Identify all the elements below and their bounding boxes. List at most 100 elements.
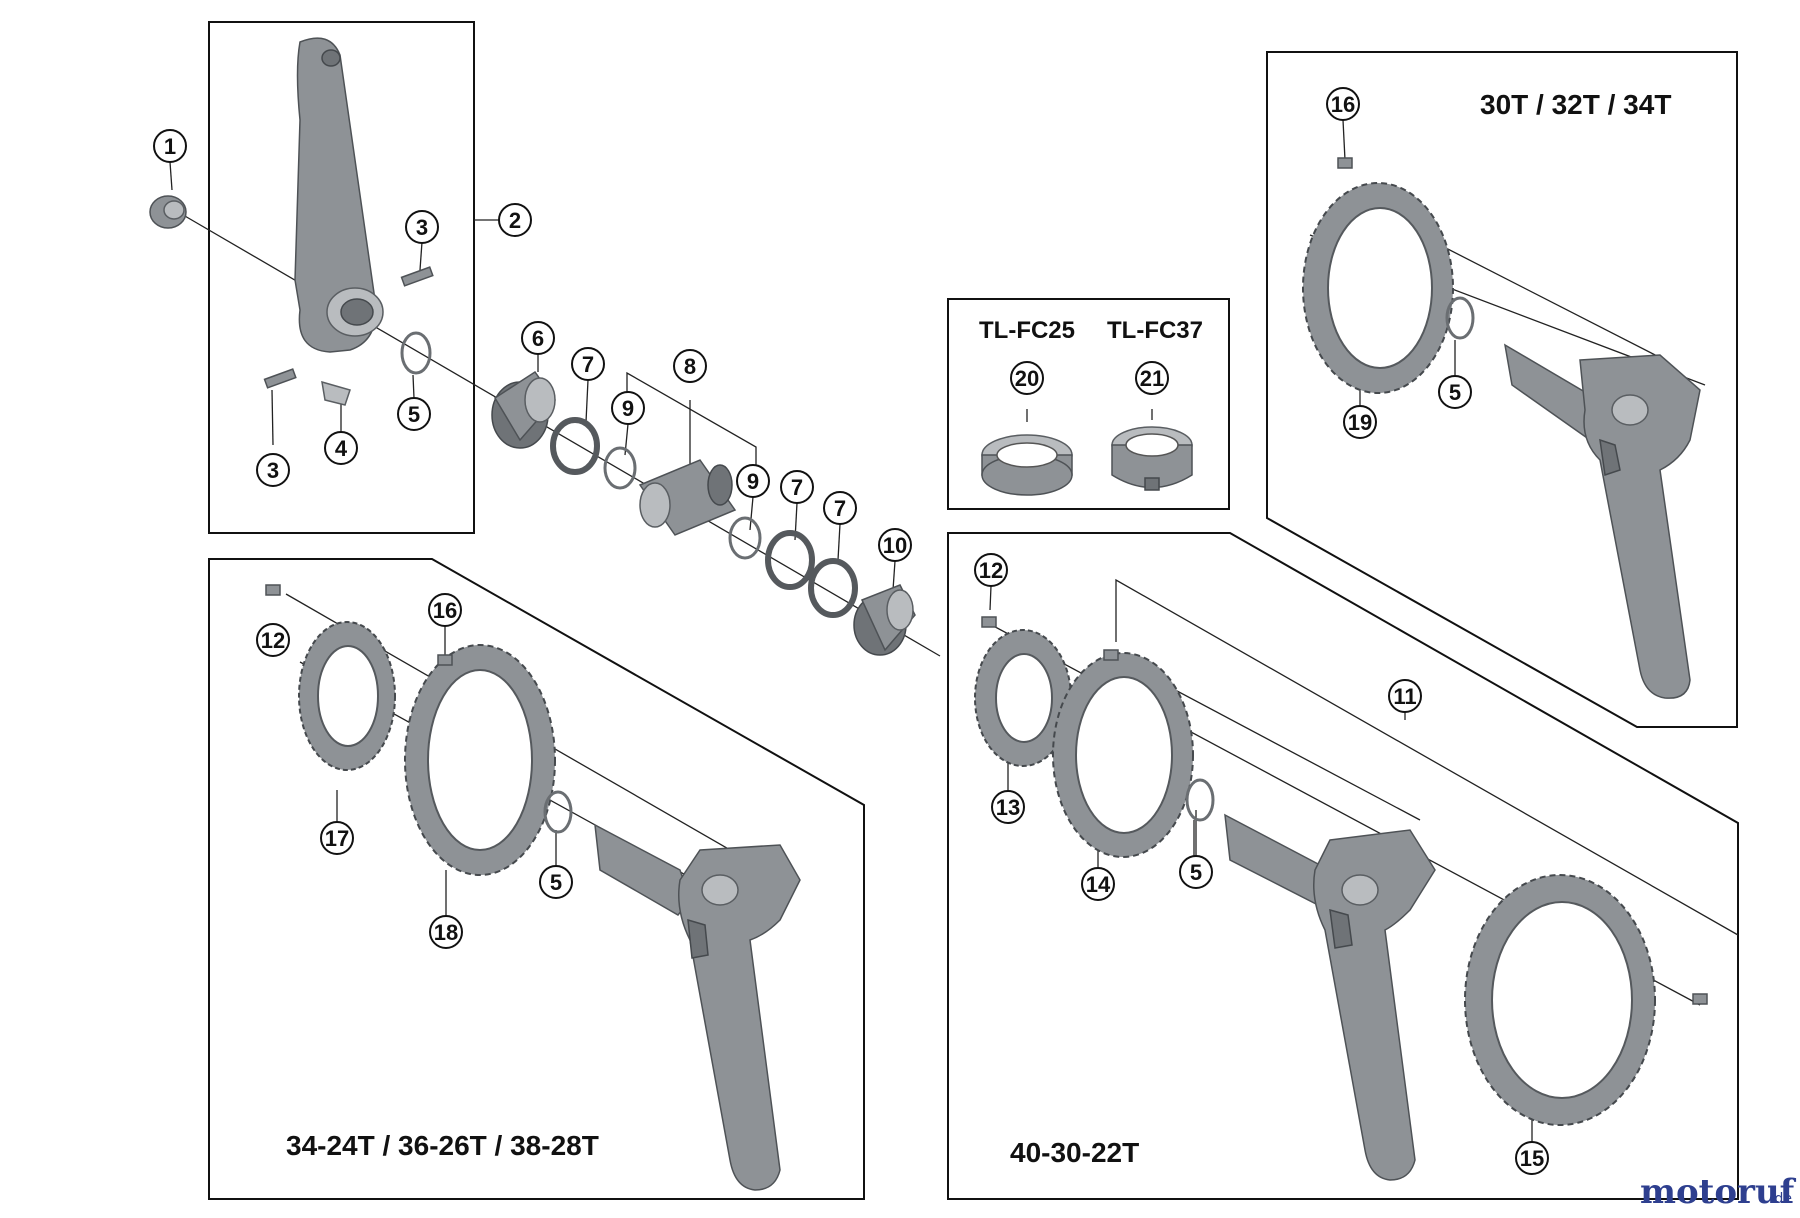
callout-8: 8 [673, 349, 707, 383]
bb-sleeve [638, 459, 737, 536]
svg-text:5: 5 [408, 402, 420, 427]
chainring-bolt-top-right [1337, 157, 1353, 169]
callout-13: 13 [991, 790, 1025, 824]
callout-7c: 7 [823, 491, 857, 525]
svg-text:4: 4 [335, 436, 348, 461]
o-ring-top-right [1445, 296, 1475, 340]
svg-text:.de: .de [1770, 1191, 1792, 1207]
title-bottom-right: 40-30-22T [1010, 1137, 1139, 1168]
lockring-tool-tlfc37-icon [1111, 426, 1193, 491]
title-bottom-left: 34-24T / 36-26T / 38-28T [286, 1130, 599, 1161]
chainring-bolts-bottom-left [265, 584, 453, 666]
callout-4: 4 [324, 431, 358, 465]
svg-text:5: 5 [1449, 380, 1461, 405]
chainring-large-bottom-right [1464, 874, 1656, 1126]
frame-bottom-left [208, 558, 865, 1200]
bb-cup-right [853, 584, 916, 656]
svg-text:motoruf: motoruf [1640, 1172, 1797, 1212]
spacer-ring-thin-2 [728, 516, 762, 560]
svg-text:8: 8 [684, 354, 696, 379]
o-ring-left [400, 331, 432, 375]
svg-text:14: 14 [1086, 872, 1111, 897]
svg-text:16: 16 [433, 598, 457, 623]
callout-12-left: 12 [256, 623, 290, 657]
callout-16-top-right: 16 [1326, 87, 1360, 121]
callout-6: 6 [521, 321, 555, 355]
chainring-top-right [1302, 182, 1454, 394]
callout-20: 20 [1010, 361, 1044, 395]
svg-text:7: 7 [791, 475, 803, 500]
svg-text:11: 11 [1393, 684, 1416, 709]
svg-text:21: 21 [1140, 366, 1164, 391]
callout-7b: 7 [780, 470, 814, 504]
svg-text:12: 12 [261, 628, 285, 653]
frame-top-right [1266, 51, 1738, 728]
svg-text:20: 20 [1015, 366, 1039, 391]
svg-text:19: 19 [1348, 410, 1372, 435]
chainring-small-bottom-left [298, 621, 396, 771]
svg-text:16: 16 [1331, 92, 1355, 117]
callout-10: 10 [878, 528, 912, 562]
spacer-ring-2 [765, 530, 815, 590]
svg-text:15: 15 [1520, 1146, 1544, 1171]
svg-text:3: 3 [267, 458, 279, 483]
lockring-tool-tlfc25-icon [981, 434, 1073, 496]
callout-3b: 3 [256, 453, 290, 487]
callout-3a: 3 [405, 210, 439, 244]
svg-text:12: 12 [979, 558, 1003, 583]
svg-text:17: 17 [325, 826, 349, 851]
chainring-bolts-bottom-right [981, 616, 1708, 1005]
frame-tools [947, 298, 1230, 510]
chainring-large-bottom-left [404, 644, 556, 876]
callout-5-bottom-right: 5 [1179, 855, 1213, 889]
callout-21: 21 [1135, 361, 1169, 395]
spacer-ring-3 [808, 558, 858, 618]
svg-text:7: 7 [834, 496, 846, 521]
callout-15: 15 [1515, 1141, 1549, 1175]
callout-5-left: 5 [397, 397, 431, 431]
pinch-bolts [263, 266, 434, 389]
o-ring-bottom-right [1185, 778, 1215, 822]
svg-text:9: 9 [747, 469, 759, 494]
frame-bottom-right [947, 532, 1739, 1200]
callout-16-left: 16 [428, 593, 462, 627]
svg-text:3: 3 [416, 215, 428, 240]
safety-plate [321, 380, 351, 406]
chainring-middle-bottom-right [1052, 652, 1194, 858]
callout-5-top-right: 5 [1438, 375, 1472, 409]
callout-11: 11 [1388, 679, 1422, 713]
watermark-logo: motoruf .de [1640, 1172, 1797, 1212]
svg-text:10: 10 [883, 533, 907, 558]
callout-9a: 9 [611, 391, 645, 425]
callout-7a: 7 [571, 347, 605, 381]
spacer-ring-thin-1 [603, 446, 637, 490]
callout-12-right: 12 [974, 553, 1008, 587]
svg-text:5: 5 [550, 870, 562, 895]
svg-text:1: 1 [164, 134, 176, 159]
callout-1: 1 [153, 129, 187, 163]
tool-label-tlfc37: TL-FC37 [1107, 317, 1203, 344]
svg-text:7: 7 [582, 352, 594, 377]
callout-19: 19 [1343, 405, 1377, 439]
svg-text:13: 13 [996, 795, 1020, 820]
svg-text:9: 9 [622, 396, 634, 421]
svg-text:6: 6 [532, 326, 544, 351]
crank-arm-right-bottom-right [1224, 813, 1436, 1181]
title-top-right: 30T / 32T / 34T [1480, 89, 1671, 120]
callout-14: 14 [1081, 867, 1115, 901]
callout-9b: 9 [736, 464, 770, 498]
callout-2: 2 [498, 203, 532, 237]
tool-label-tlfc25: TL-FC25 [979, 317, 1075, 344]
callout-5-bottom-left: 5 [539, 865, 573, 899]
frame-left-crank [208, 21, 475, 534]
spacer-ring-1 [550, 417, 600, 475]
callout-17: 17 [320, 821, 354, 855]
left-crank-arm [294, 37, 384, 353]
o-ring-bottom-left [543, 790, 573, 834]
callout-18: 18 [429, 915, 463, 949]
bb-cup-left [491, 370, 556, 449]
svg-text:18: 18 [434, 920, 458, 945]
svg-text:2: 2 [509, 208, 521, 233]
svg-text:5: 5 [1190, 860, 1202, 885]
